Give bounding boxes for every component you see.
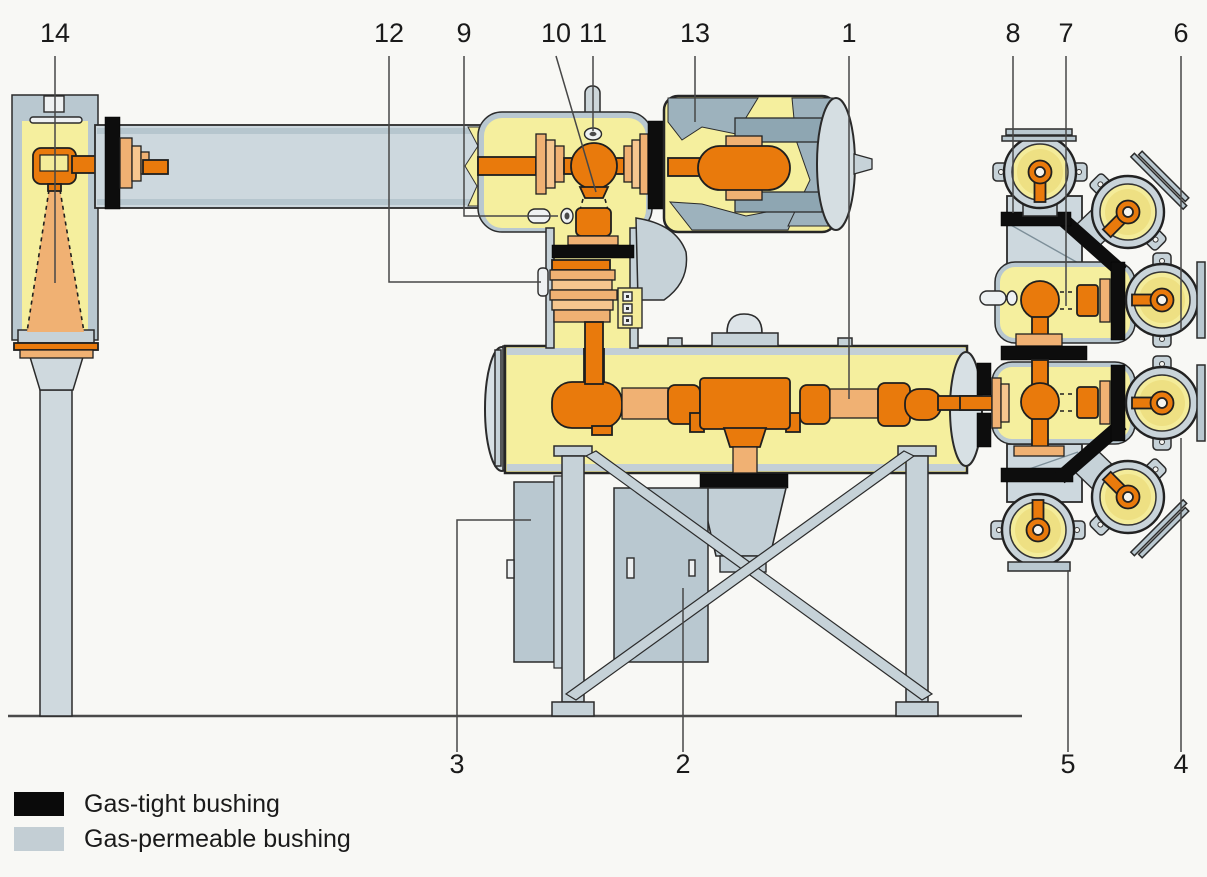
callout-label: 10 xyxy=(541,18,571,48)
callout-label: 4 xyxy=(1173,749,1188,779)
busbar-conductor xyxy=(551,347,981,474)
callout-5: 5 xyxy=(1060,570,1076,779)
callout-12: 12 xyxy=(374,18,541,283)
callout-10: 10 xyxy=(541,18,597,193)
callout-14: 14 xyxy=(40,18,70,283)
ribbed-insulator-module xyxy=(537,259,643,385)
bus-duct-tube xyxy=(94,116,501,210)
legend-label-gas-permeable: Gas-permeable bushing xyxy=(84,825,351,853)
gas-tight-bushing-cluster-mid xyxy=(1000,345,1088,361)
legend-swatch-gas-permeable xyxy=(14,827,64,851)
lower-disconnector-module xyxy=(991,359,1136,457)
support-leg-left xyxy=(561,455,585,703)
vessel-top-dome xyxy=(726,313,763,334)
callout-label: 8 xyxy=(1005,18,1020,48)
callout-9: 9 xyxy=(456,18,558,217)
legend-label-gas-tight: Gas-tight bushing xyxy=(84,790,280,818)
callout-label: 7 xyxy=(1058,18,1073,48)
support-structure xyxy=(506,445,939,717)
gas-tight-bushing-left xyxy=(104,116,121,210)
upper-disconnector-module xyxy=(979,261,1136,347)
callout-13: 13 xyxy=(680,18,710,122)
callout-11: 11 xyxy=(579,18,607,131)
callout-label: 3 xyxy=(449,749,464,779)
callout-8: 8 xyxy=(1005,18,1021,213)
cabinet-right-handle-1 xyxy=(626,557,635,579)
callout-6: 6 xyxy=(1173,18,1189,330)
interrupter xyxy=(697,145,791,191)
control-cabinet-left xyxy=(513,481,555,663)
housing-vent xyxy=(43,95,65,113)
callout-7: 7 xyxy=(1058,18,1074,306)
legend: Gas-tight bushing Gas-permeable bushing xyxy=(14,790,351,853)
ball-contact xyxy=(570,142,618,190)
callout-label: 14 xyxy=(40,18,70,48)
callout-label: 5 xyxy=(1060,749,1075,779)
support-leg-right xyxy=(905,455,929,703)
busbar-tee xyxy=(699,377,791,430)
callout-1: 1 xyxy=(841,18,857,399)
callout-label: 12 xyxy=(374,18,404,48)
circuit-breaker-module xyxy=(647,94,873,234)
callout-3: 3 xyxy=(449,519,531,779)
callout-label: 6 xyxy=(1173,18,1188,48)
callout-label: 1 xyxy=(841,18,856,48)
gas-tight-bushing-mid xyxy=(551,244,635,259)
callout-label: 9 xyxy=(456,18,471,48)
busbar-module xyxy=(484,313,983,489)
callout-4: 4 xyxy=(1173,438,1189,779)
housing-cowl xyxy=(635,217,688,301)
cross-brace-1 xyxy=(584,450,934,701)
feeder-cluster xyxy=(959,128,1206,572)
callout-label: 13 xyxy=(680,18,710,48)
cabinet-right-handle-2 xyxy=(688,559,696,577)
callouts: 14 12 9 10 11 13 1 8 xyxy=(40,18,1189,779)
callout-label: 11 xyxy=(579,18,607,48)
gas-tight-bushing-cb xyxy=(647,120,665,210)
callout-label: 2 xyxy=(675,749,690,779)
cable-insulator-taper xyxy=(28,356,85,391)
cabinet-left-handle xyxy=(506,559,515,579)
gas-tight-bushing-bottom xyxy=(699,473,789,489)
callout-2: 2 xyxy=(675,588,691,779)
legend-swatch-gas-tight xyxy=(14,792,64,816)
cross-brace-2 xyxy=(564,450,916,701)
cb-pointer xyxy=(853,153,873,175)
cable-column xyxy=(39,389,73,717)
